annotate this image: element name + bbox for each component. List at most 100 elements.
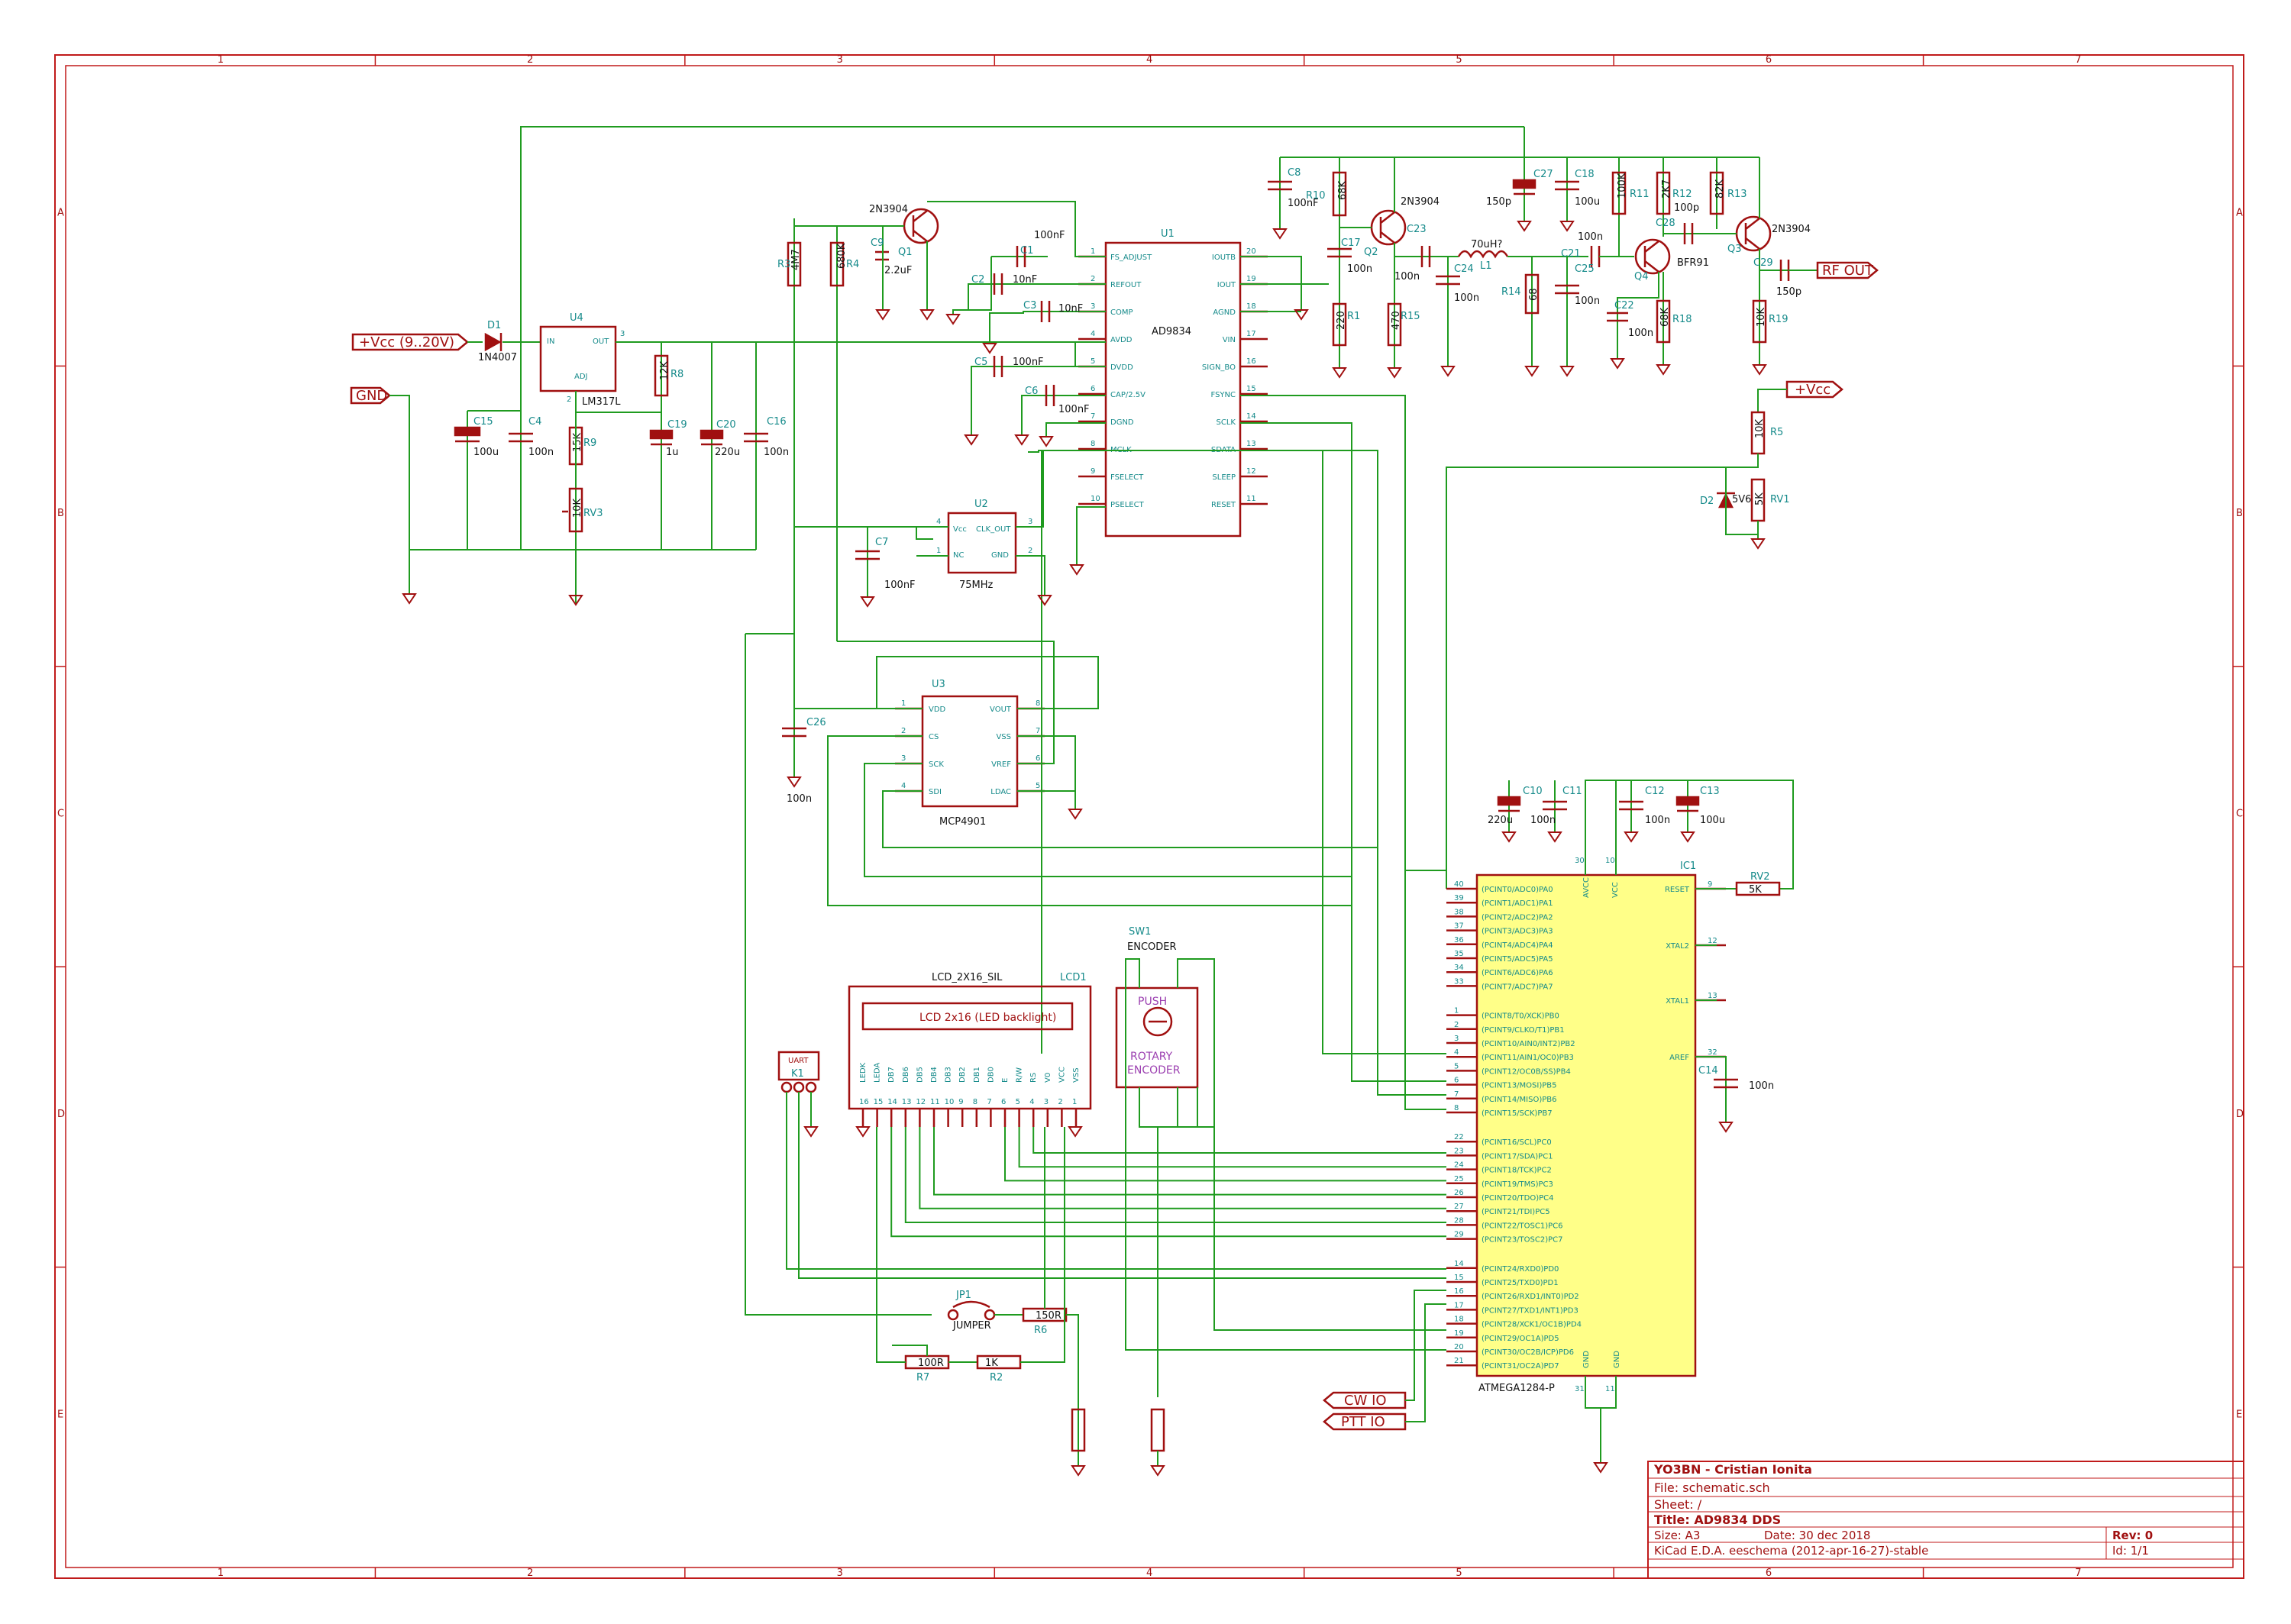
pin-name: VOUT [990, 705, 1012, 714]
pin-name: SCK [929, 760, 944, 769]
ground-symbol [568, 595, 583, 606]
svg-text:U1: U1 [1161, 228, 1175, 240]
inner-frame [65, 65, 2234, 1568]
pin-number: 10 [945, 1098, 955, 1106]
date-label: Date: 30 dec 2018 [1764, 1529, 1870, 1542]
pin-number: 14 [1454, 1260, 1464, 1268]
pin-number: 6 [1001, 1098, 1006, 1106]
pin-number: 5 [1016, 1098, 1020, 1106]
outer-frame [54, 54, 2244, 1579]
svg-text:C2: C2 [971, 274, 984, 286]
svg-text:10nF: 10nF [1013, 274, 1037, 286]
svg-text:BFR91: BFR91 [1677, 257, 1709, 269]
pin-name: (PCINT22/TOSC1)PC6 [1482, 1222, 1563, 1230]
pin-name: PSELECT [1110, 501, 1145, 509]
pin-number: 12 [1246, 467, 1256, 476]
pin-number: 26 [1454, 1189, 1464, 1197]
svg-text:75MHz: 75MHz [959, 580, 994, 591]
dds-ad9834: U1 AD9834 1FS_ADJUST2REFOUT3COMP4AVDD5DV… [1078, 228, 1268, 538]
svg-text:10nF: 10nF [1058, 303, 1083, 315]
ground-symbol [1559, 221, 1575, 232]
pin-number: 2 [901, 727, 906, 735]
svg-text:5V6: 5V6 [1732, 494, 1751, 505]
svg-text:C19: C19 [667, 419, 687, 431]
pin-number: 24 [1454, 1161, 1464, 1170]
cw-io-port[interactable]: CW IO [1323, 1391, 1407, 1409]
vcc-input-label: +Vcc (9..20V) [359, 334, 454, 350]
cap-c24: C23 100n [1394, 224, 1459, 283]
cap-c10: C10 220u [1488, 780, 1543, 832]
oscillator-u2: U2 75MHz Vcc NC CLK_OUT GND 4 1 3 2 [936, 499, 1032, 591]
pin-number: 5 [1454, 1062, 1459, 1070]
resistor-r8: R8 12K [654, 354, 683, 397]
ground-symbol [1014, 434, 1029, 446]
pin-number: 17 [1246, 330, 1256, 338]
pin-number: 2 [1058, 1098, 1062, 1106]
pin-name: DB7 [887, 1067, 896, 1083]
dac-mcp4901: U3 MCP4901 1VDD2CS3SCK4SDI8VOUT7VSS6VREF… [895, 679, 1045, 828]
ground-symbol [945, 314, 961, 325]
svg-text:68K: 68K [1337, 180, 1349, 200]
pin-name: (PCINT12/OC0B/SS)PB4 [1482, 1067, 1571, 1076]
pin-number: 20 [1246, 247, 1256, 256]
ptt-io-port[interactable]: PTT IO [1323, 1413, 1407, 1431]
pin-number: 3 [901, 754, 906, 763]
pin-number: 5 [1091, 357, 1095, 366]
svg-text:PTT IO: PTT IO [1341, 1414, 1385, 1430]
pin-name: DB2 [958, 1067, 967, 1083]
transistor-q2: 2N3904 Q2 [1364, 196, 1440, 258]
pin-name: COMP [1110, 308, 1133, 317]
row-marker: B [2236, 508, 2243, 519]
lcd-data-wire [1018, 1127, 1446, 1168]
lcd-data-wire [919, 1127, 1446, 1209]
pin-number: 16 [859, 1098, 869, 1106]
pin-number: 4 [901, 782, 906, 790]
pin-number: 4 [1454, 1048, 1459, 1057]
svg-text:68K: 68K [1659, 307, 1671, 327]
gnd-port[interactable]: GND [350, 386, 391, 405]
svg-text:70uH?: 70uH? [1471, 239, 1502, 250]
column-marker: 3 [837, 54, 843, 66]
pin-name: (PCINT18/TCK)PC2 [1482, 1167, 1552, 1175]
svg-text:C10: C10 [1523, 786, 1543, 797]
svg-text:12K: 12K [659, 360, 670, 380]
pin-number: 37 [1454, 922, 1464, 931]
cap-c15: C15 100u [454, 416, 499, 458]
pin-number: 6 [1091, 385, 1095, 393]
svg-text:C21: C21 [1561, 248, 1581, 260]
pin-name: VREF [991, 760, 1011, 769]
pin-name: AREF [1669, 1054, 1689, 1062]
svg-text:100nF: 100nF [1013, 357, 1044, 368]
pin-number: 12 [916, 1098, 926, 1106]
svg-text:10K: 10K [1756, 307, 1767, 327]
svg-text:5K: 5K [1749, 884, 1762, 896]
rf-out-port[interactable]: RF OUT [1816, 261, 1879, 279]
svg-text:C22: C22 [1614, 300, 1634, 312]
pin-name: (PCINT28/XCK1/OC1B)PD4 [1482, 1321, 1582, 1329]
vcc-input-port[interactable]: +Vcc (9..20V) [351, 333, 469, 351]
resistor-r7 [1071, 1408, 1086, 1466]
column-marker: 4 [1146, 54, 1152, 66]
svg-text:3: 3 [620, 330, 625, 338]
pin-name: XTAL2 [1666, 942, 1689, 951]
svg-text:10K: 10K [572, 498, 583, 518]
pin-number: 23 [1454, 1147, 1464, 1155]
resistor-r18: R5 10K [1750, 411, 1783, 455]
column-marker: 4 [1146, 1567, 1152, 1579]
jumper-jp1[interactable]: JP1 JUMPER [947, 1290, 996, 1332]
svg-text:R3: R3 [777, 259, 790, 270]
pin-number: 36 [1454, 936, 1464, 944]
svg-text:10: 10 [1605, 857, 1615, 865]
pin-name: (PCINT5/ADC5)PA5 [1482, 955, 1553, 964]
ground-symbol [1610, 358, 1625, 370]
svg-text:ATMEGA1284-P: ATMEGA1284-P [1478, 1383, 1555, 1394]
svg-text:C9: C9 [871, 237, 884, 249]
svg-text:1K: 1K [985, 1358, 998, 1369]
svg-text:L1: L1 [1480, 260, 1492, 272]
pin-number: 15 [874, 1098, 884, 1106]
vcc-port[interactable]: +Vcc [1785, 380, 1843, 399]
row-marker: A [2236, 208, 2243, 219]
pin-number: 2 [1454, 1021, 1459, 1029]
pin-name: (PCINT21/TDI)PC5 [1482, 1208, 1550, 1216]
